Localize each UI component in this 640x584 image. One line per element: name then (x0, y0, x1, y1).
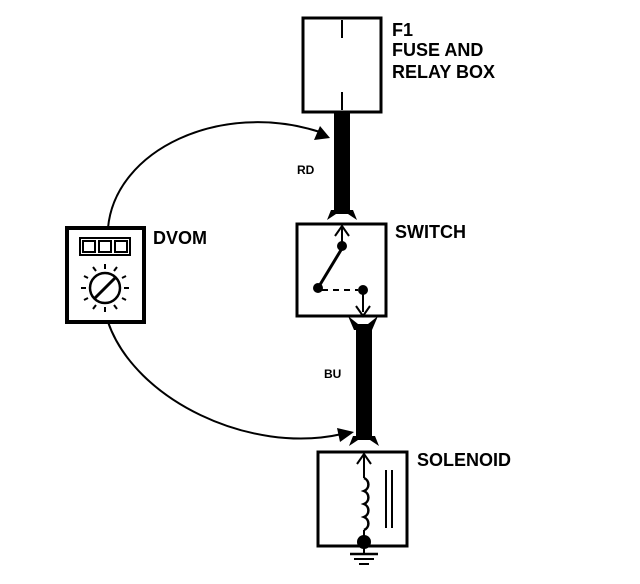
test-lead-lower (107, 321, 354, 442)
wire-bu-label: BU (324, 367, 341, 381)
test-lead-upper (107, 121, 330, 229)
wire-bu (348, 316, 379, 446)
dvom-label: DVOM (153, 228, 207, 248)
fuse-relay-box (301, 16, 383, 114)
fuse-id-label: F1 (392, 20, 413, 40)
ground-symbol (350, 535, 378, 565)
dvom-meter (65, 226, 146, 324)
switch-box (295, 222, 388, 318)
fuse-box-label-line2: RELAY BOX (392, 62, 495, 82)
wire-rd-label: RD (297, 163, 315, 177)
fuse-box-label-line1: FUSE AND (392, 40, 483, 60)
solenoid-box (316, 450, 409, 548)
switch-label: SWITCH (395, 222, 466, 242)
solenoid-label: SOLENOID (417, 450, 511, 470)
wire-rd (327, 112, 357, 220)
